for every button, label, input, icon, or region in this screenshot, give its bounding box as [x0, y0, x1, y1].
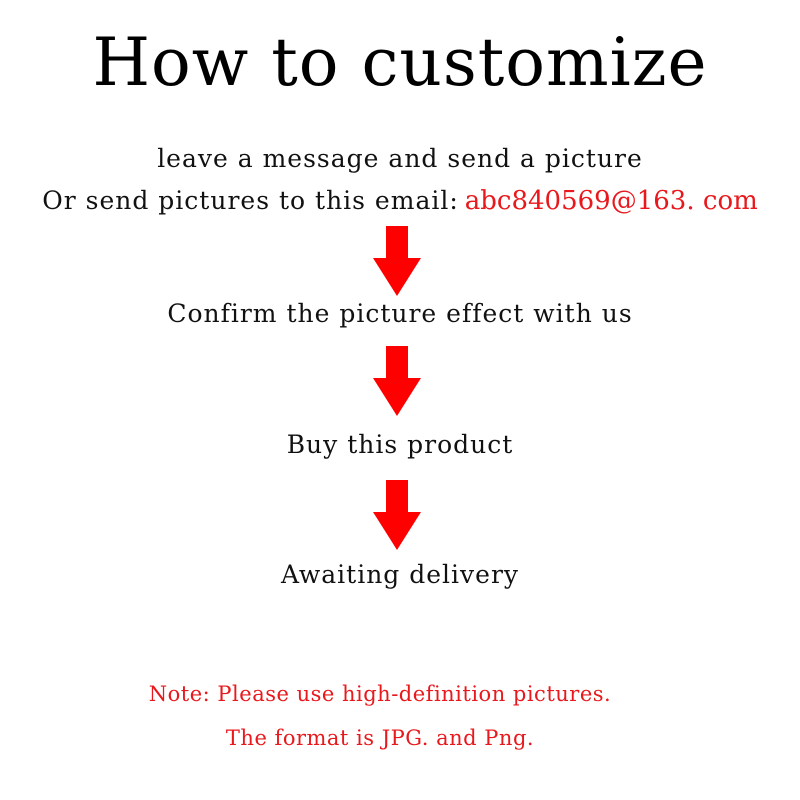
- step-1-instruction: leave a message and send a picture: [157, 144, 643, 173]
- note-format: The format is JPG. and Png.: [225, 726, 535, 750]
- page-title: How to customize: [92, 24, 708, 101]
- arrow-down-icon: [373, 480, 421, 550]
- step-2-confirm: Confirm the picture effect with us: [167, 299, 633, 328]
- arrow-down-icon: [373, 226, 421, 296]
- email-address: abc840569@163. com: [464, 186, 758, 216]
- step-1-email-line: Or send pictures to this email:abc840569…: [0, 188, 800, 214]
- email-instruction: Or send pictures to this email:: [42, 186, 459, 215]
- arrow-down-icon: [373, 346, 421, 416]
- step-3-buy: Buy this product: [286, 430, 514, 459]
- step-4-delivery: Awaiting delivery: [280, 560, 520, 589]
- note-quality: Note: Please use high-definition picture…: [148, 682, 612, 706]
